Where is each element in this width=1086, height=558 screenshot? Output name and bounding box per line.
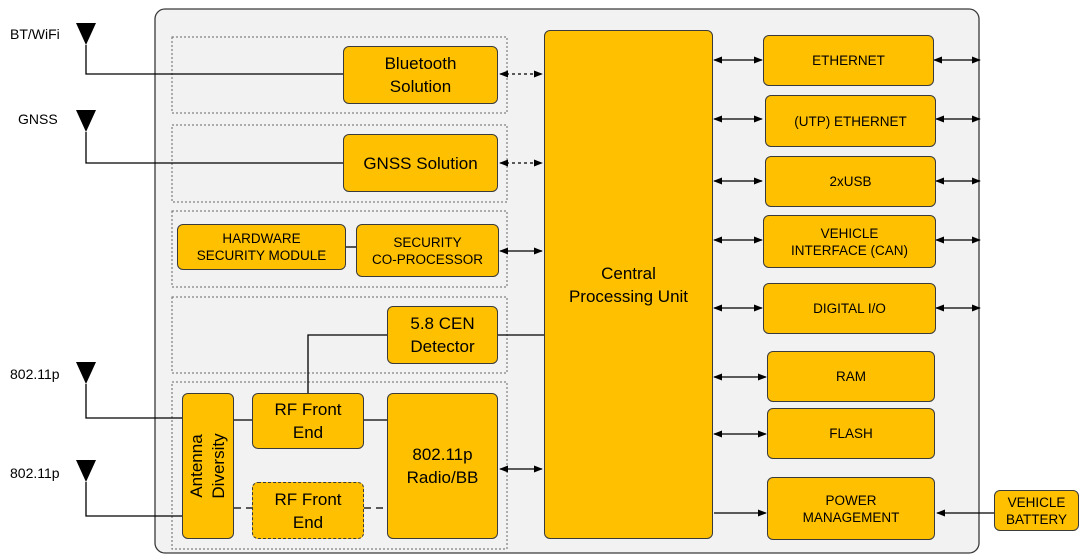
- security-coprocessor-block: SECURITY CO-PROCESSOR: [356, 224, 499, 277]
- power-management-block: POWER MANAGEMENT: [767, 477, 935, 540]
- rf-front-end-2-label: RF Front End: [274, 489, 342, 532]
- gnss-antenna-icon: [76, 110, 96, 132]
- rf1-to-cen-line: [307, 334, 388, 393]
- bluetooth-solution-label: Bluetooth Solution: [384, 54, 457, 96]
- utp-ethernet-block: (UTP) ETHERNET: [765, 95, 936, 147]
- usb-block: 2xUSB: [765, 156, 936, 207]
- flash-label: FLASH: [829, 426, 873, 441]
- 80211p-antenna-icon-1: [76, 362, 96, 384]
- bt-wifi-antenna-icon: [76, 23, 96, 45]
- ethernet-block: ETHERNET: [763, 35, 934, 86]
- hardware-security-module-block: HARDWARE SECURITY MODULE: [177, 224, 346, 270]
- vehicle-battery-label: VEHICLE BATTERY: [1005, 494, 1067, 527]
- rf-front-end-1-block: RF Front End: [252, 393, 364, 449]
- v2x-group-frame: [171, 381, 508, 550]
- cpu-label: Central Processing Unit: [568, 263, 689, 306]
- digital-io-label: DIGITAL I/O: [813, 301, 886, 316]
- digital-io-block: DIGITAL I/O: [763, 283, 936, 334]
- bt-antenna-line: [85, 45, 343, 75]
- 80211p-label-2: 802.11p: [10, 465, 60, 481]
- 80211p-antenna-icon-2: [76, 460, 96, 482]
- rf-front-end-2-block: RF Front End: [252, 482, 364, 539]
- vehicle-battery-block: VEHICLE BATTERY: [994, 490, 1079, 531]
- antenna-diversity-block: Antenna Diversity: [182, 393, 234, 539]
- power-management-label: POWER MANAGEMENT: [802, 492, 900, 525]
- 80211p-label-1: 802.11p: [10, 366, 60, 382]
- usb-label: 2xUSB: [829, 174, 872, 189]
- bluetooth-solution-block: Bluetooth Solution: [343, 46, 498, 104]
- p1-antenna-line: [85, 384, 182, 419]
- p2-antenna-line: [85, 482, 182, 517]
- radio-bb-label: 802.11p Radio/BB: [406, 445, 479, 487]
- vehicle-interface-label: VEHICLE INTERFACE (CAN): [790, 225, 908, 258]
- hsm-label: HARDWARE SECURITY MODULE: [196, 231, 327, 263]
- gnss-solution-label: GNSS Solution: [363, 153, 478, 173]
- rf-front-end-1-label: RF Front End: [274, 400, 342, 442]
- bt-wifi-label: BT/WiFi: [10, 26, 60, 42]
- antenna-diversity-label: Antenna Diversity: [187, 433, 228, 499]
- utp-ethernet-label: (UTP) ETHERNET: [794, 113, 907, 129]
- radio-bb-block: 802.11p Radio/BB: [387, 393, 498, 539]
- gnss-antenna-label: GNSS: [18, 111, 58, 127]
- ethernet-label: ETHERNET: [812, 53, 885, 68]
- vehicle-interface-can-block: VEHICLE INTERFACE (CAN): [763, 215, 936, 268]
- ram-label: RAM: [836, 369, 866, 384]
- security-coprocessor-label: SECURITY CO-PROCESSOR: [371, 234, 483, 267]
- flash-block: FLASH: [767, 408, 935, 459]
- gnss-antenna-line: [85, 132, 343, 164]
- cen-detector-block: 5.8 CEN Detector: [387, 306, 498, 364]
- gnss-solution-block: GNSS Solution: [343, 134, 498, 192]
- cen-detector-label: 5.8 CEN Detector: [410, 314, 475, 356]
- ram-block: RAM: [767, 351, 935, 402]
- cpu-block: Central Processing Unit: [544, 30, 713, 539]
